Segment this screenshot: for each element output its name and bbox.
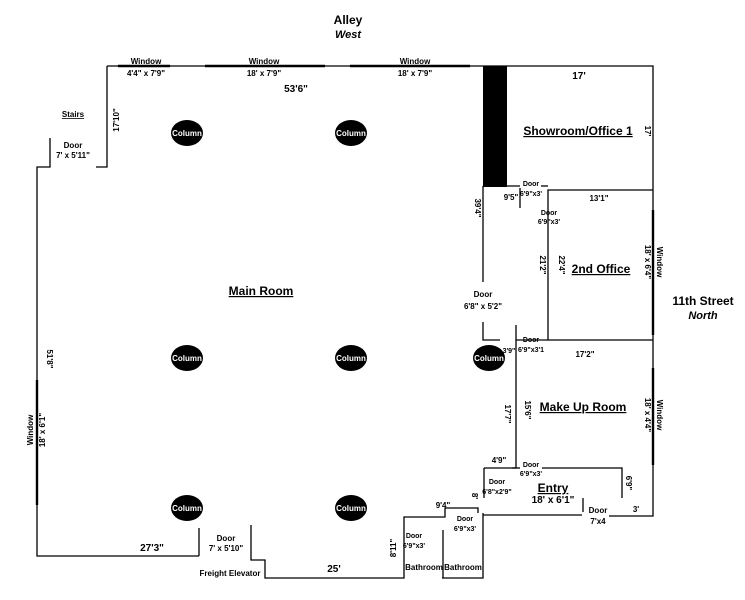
bottom-left-length: 27'3": [140, 543, 164, 554]
makeup-left-length-2: 15'6": [523, 400, 532, 419]
window-1-label: Window: [131, 57, 162, 66]
window-4-dims: 18' x 6'1": [38, 413, 47, 447]
gap-9-5: 9'5": [504, 193, 519, 202]
columns: Column Column Column Column Column Colum…: [171, 120, 505, 521]
pillar-length: 39'4": [473, 198, 482, 217]
entry-gap-length: 4'9": [492, 456, 507, 465]
window-3-dims: 18' x 7'9": [398, 69, 432, 78]
entry-right-length: 3': [633, 505, 639, 514]
main-door-label: Door: [474, 290, 493, 299]
entry-door-dims: 6'9"x3': [520, 471, 543, 478]
showroom-door-dims: 6'9"x3': [520, 191, 543, 198]
svg-text:Column: Column: [172, 354, 202, 363]
stairs-door-label: Door: [64, 141, 83, 150]
makeup-left-length: 17'7": [503, 404, 512, 423]
alley-direction: West: [335, 29, 362, 41]
bath-top-length: 9'4": [436, 501, 451, 510]
column: Column: [473, 345, 505, 371]
svg-text:Column: Column: [336, 504, 366, 513]
window-4-label: Window: [26, 414, 35, 445]
column: Column: [335, 345, 367, 371]
window-5-label: Window: [655, 247, 664, 278]
showroom-door-label: Door: [523, 181, 540, 188]
makeup-room-label: Make Up Room: [540, 400, 627, 414]
bottom-wall: [250, 508, 446, 579]
stairs-label: Stairs: [62, 110, 85, 119]
office2-door-label: Door: [541, 210, 558, 217]
bath-bottom: [442, 513, 484, 579]
alley-label: Alley: [334, 13, 363, 27]
window-6-dims: 18' x 4'4": [643, 398, 652, 432]
showroom-label: Showroom/Office 1: [523, 124, 633, 138]
svg-text:Column: Column: [172, 504, 202, 513]
window-6-label: Window: [655, 400, 664, 431]
window-1-dims: 4'4" x 7'9": [127, 69, 165, 78]
bath-2-door-dims: 6'9"x3': [454, 526, 477, 533]
freight-door-label: Door: [217, 534, 236, 543]
bath-1-door-label: Door: [406, 533, 423, 540]
showroom-height: 17': [643, 126, 652, 137]
office2-walls: [547, 189, 653, 340]
entry-side-length: 6'9": [624, 476, 633, 491]
makeup-door-dims: 6'9"x3'1: [518, 347, 544, 354]
front-door-label: Door: [589, 506, 608, 515]
svg-text:Column: Column: [336, 354, 366, 363]
main-room-label: Main Room: [229, 284, 294, 298]
window-2-label: Window: [249, 57, 280, 66]
left-side-length: 51'8": [45, 349, 54, 368]
office2-door-dims: 6'9"x3': [538, 219, 561, 226]
column: Column: [335, 495, 367, 521]
entry-label: Entry: [538, 481, 569, 495]
structural-wall-block: [483, 66, 507, 187]
bath-top: [445, 507, 479, 513]
top-length: 53'6": [284, 84, 308, 95]
column: Column: [171, 120, 203, 146]
main-divider-lower: [482, 322, 500, 341]
windows: [35, 64, 655, 505]
window-5-dims: 18' x 6'4": [643, 245, 652, 279]
stairs-door-dims: 7' x 5'11": [56, 151, 90, 160]
svg-text:Column: Column: [172, 129, 202, 138]
column: Column: [171, 495, 203, 521]
bath-gap-length: 8': [470, 493, 479, 499]
left-top-length: 17'10": [112, 108, 121, 132]
bath-left-length: 8'11": [389, 538, 398, 557]
entry-door-2-label: Door: [489, 479, 506, 486]
bath-1-door-dims: 6'9"x3': [403, 543, 426, 550]
main-door-dims: 6'8" x 5'2": [464, 302, 502, 311]
makeup-top-length: 17'2": [575, 350, 594, 359]
bottom-mid-length: 25': [327, 564, 341, 575]
gap-3-9: 3'9": [503, 348, 516, 355]
window-2-dims: 18' x 7'9": [247, 69, 281, 78]
office2-left-length: 21'2": [538, 255, 547, 274]
office2-label: 2nd Office: [572, 262, 631, 276]
front-door-dims: 7'x4: [590, 517, 606, 526]
svg-text:Column: Column: [336, 129, 366, 138]
entry-right-wall: [609, 498, 654, 517]
makeup-door-label: Door: [523, 337, 540, 344]
eleventh-street-direction: North: [688, 310, 718, 322]
bath-2-door-label: Door: [457, 516, 474, 523]
bathroom-2-label: Bathroom: [444, 563, 482, 572]
column: Column: [171, 345, 203, 371]
left-main-wall: [36, 138, 199, 557]
entry-door-2-dims: 6'8"x2'9": [482, 489, 511, 496]
office2-left-length-2: 22'4": [557, 255, 566, 274]
svg-text:Column: Column: [474, 354, 504, 363]
bathroom-1-label: Bathroom: [405, 563, 443, 572]
showroom-width: 17': [572, 71, 586, 82]
left-upper-wall: [96, 66, 108, 168]
entry-top-wall: [542, 467, 623, 498]
entry-door-label: Door: [523, 462, 540, 469]
freight-elevator-label: Freight Elevator: [200, 569, 261, 578]
freight-door-dims: 7' x 5'10": [209, 544, 243, 553]
office2-top-length: 13'1": [589, 194, 608, 203]
column: Column: [335, 120, 367, 146]
eleventh-street-label: 11th Street: [672, 294, 733, 308]
entry-dims: 18' x 6'1": [532, 495, 575, 506]
walls: [36, 65, 654, 579]
window-3-label: Window: [400, 57, 431, 66]
